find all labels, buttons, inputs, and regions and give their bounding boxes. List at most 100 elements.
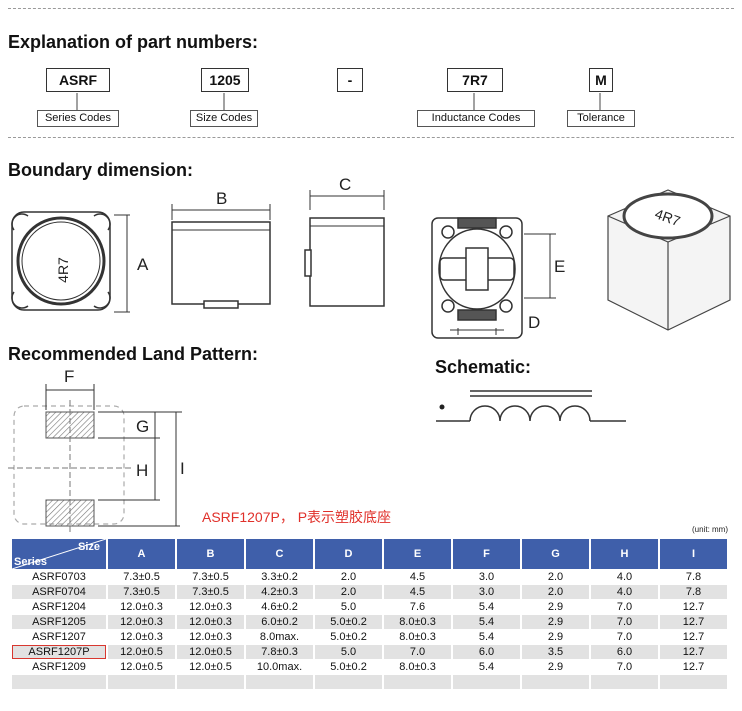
table-row: ASRF1209 12.0±0.5 12.0±0.5 10.0max. 5.0±… (12, 660, 727, 674)
land-pattern-drawing: F G H I (8, 367, 185, 532)
cell: 7.0 (616, 601, 633, 613)
cell: 4.0 (616, 571, 633, 583)
dim-a-label: A (137, 255, 149, 274)
cell: 12.0±0.5 (177, 645, 244, 659)
cell: 2.9 (547, 601, 564, 613)
cell (177, 675, 244, 689)
cell: 7.0 (591, 615, 658, 629)
inductance-code-box: 7R7 (447, 68, 503, 92)
col-header-d: D (315, 539, 382, 569)
series-code-box: ASRF (46, 68, 110, 92)
cell: 3.0 (453, 585, 520, 599)
series-code-label: Series Codes (37, 110, 119, 127)
cell (315, 675, 382, 689)
cell: 10.0max. (256, 661, 303, 673)
cell (453, 675, 520, 689)
row-series: ASRF0703 (32, 571, 86, 583)
size-code-label: Size Codes (190, 110, 258, 127)
cell: 8.0±0.3 (384, 615, 451, 629)
boundary-heading: Boundary dimension: (8, 160, 194, 180)
cell: 2.9 (547, 631, 564, 643)
cell: 2.0 (522, 585, 589, 599)
col-header-b: B (177, 539, 244, 569)
side-view-c (304, 217, 385, 307)
cell: 7.3±0.5 (108, 585, 175, 599)
separator-top (8, 8, 734, 9)
code-connectors (76, 93, 601, 110)
cell: 7.3±0.5 (123, 571, 160, 583)
table-header-row: Size Series A B C D E F G H I (12, 539, 727, 569)
cell: 3.0 (478, 571, 495, 583)
cell: 5.0 (315, 645, 382, 659)
table-row: ASRF0703 7.3±0.5 7.3±0.5 3.3±0.2 2.0 4.5… (12, 570, 727, 584)
row-series: ASRF1205 (12, 615, 106, 629)
cell: 12.0±0.3 (120, 631, 163, 643)
top-view-marking: 4R7 (55, 257, 71, 283)
cell: 6.0 (591, 645, 658, 659)
cell: 7.3±0.5 (192, 571, 229, 583)
dim-f-label: F (64, 367, 74, 386)
dim-g-label: G (136, 417, 149, 436)
cell: 7.8 (660, 585, 727, 599)
cell: 12.0±0.3 (120, 601, 163, 613)
cell: 2.9 (522, 615, 589, 629)
plastic-base-note: ASRF1207P， P表示塑胶底座 (202, 509, 392, 525)
cell: 5.4 (478, 661, 495, 673)
cell: 12.7 (682, 631, 705, 643)
row-series: ASRF1207 (32, 631, 86, 643)
cell: 6.0 (453, 645, 520, 659)
dim-e-label: E (554, 257, 565, 276)
col-header-f: F (453, 539, 520, 569)
cell: 12.0±0.5 (189, 661, 232, 673)
cell: 12.0±0.3 (189, 631, 232, 643)
bottom-view (431, 217, 523, 339)
part-numbers-heading: Explanation of part numbers: (8, 32, 259, 52)
iso-view (607, 189, 731, 331)
schematic-heading: Schematic: (435, 357, 532, 377)
cell: 4.5 (409, 571, 426, 583)
separator-middle (8, 137, 734, 138)
cell: 7.0 (616, 631, 633, 643)
schematic-drawing (436, 390, 626, 422)
dim-b-label: B (216, 189, 227, 208)
cell: 4.6±0.2 (261, 601, 298, 613)
cell: 12.0±0.3 (177, 615, 244, 629)
cell: 7.0 (384, 645, 451, 659)
table-row-empty (12, 675, 727, 689)
cell (522, 675, 589, 689)
cell: 8.0±0.3 (399, 661, 436, 673)
cell: 4.5 (384, 585, 451, 599)
cell: 5.4 (478, 631, 495, 643)
cell: 2.0 (547, 571, 564, 583)
cell: 7.8 (685, 571, 702, 583)
cell: 12.0±0.5 (108, 645, 175, 659)
col-header-h: H (591, 539, 658, 569)
land-pattern-heading: Recommended Land Pattern: (8, 344, 259, 364)
cell (591, 675, 658, 689)
dim-i-label: I (180, 459, 185, 478)
table-row-highlighted: ASRF1207P 12.0±0.5 12.0±0.5 7.8±0.3 5.0 … (12, 645, 727, 659)
cell: 12.0±0.5 (120, 661, 163, 673)
cell: 2.0 (315, 585, 382, 599)
size-code-box: 1205 (201, 68, 249, 92)
cell: 7.0 (616, 661, 633, 673)
row-series-highlighted: ASRF1207P (12, 645, 106, 659)
col-header-i: I (660, 539, 727, 569)
cell: 3.5 (522, 645, 589, 659)
tolerance-code-label: Tolerance (567, 110, 635, 127)
cell (660, 675, 727, 689)
row-series: ASRF1204 (32, 601, 86, 613)
col-header-a: A (108, 539, 175, 569)
row-series: ASRF0704 (12, 585, 106, 599)
cell: 6.0±0.2 (246, 615, 313, 629)
cell: 5.0±0.2 (330, 661, 367, 673)
unit-note: (unit: mm) (692, 525, 728, 534)
boundary-drawings: 4R7 A B C (11, 175, 731, 339)
table-row: ASRF0704 7.3±0.5 7.3±0.5 4.2±0.3 2.0 4.5… (12, 585, 727, 599)
cell: 8.0max. (259, 631, 300, 643)
dim-d-label: D (528, 313, 540, 332)
cell: 2.9 (547, 661, 564, 673)
table-row: ASRF1207 12.0±0.3 12.0±0.3 8.0max. 5.0±0… (12, 630, 727, 644)
col-header-c: C (246, 539, 313, 569)
cell: 12.0±0.3 (108, 615, 175, 629)
